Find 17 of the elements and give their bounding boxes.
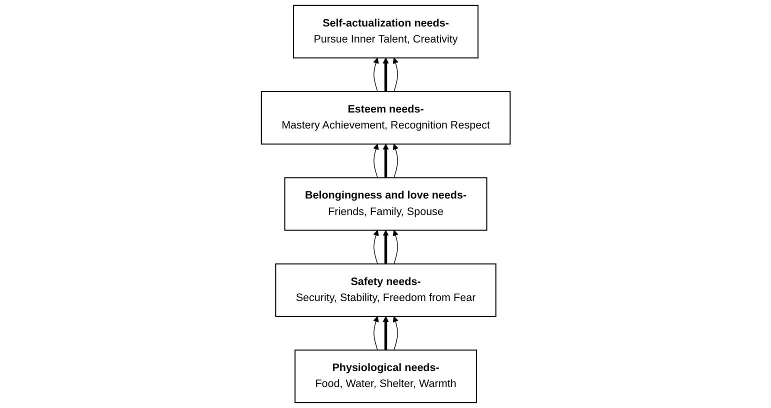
arrow [392,230,398,264]
arrow [382,58,388,92]
arrow [372,316,379,350]
arrow [392,58,398,92]
arrow [372,230,379,264]
node-box: Esteem needs- Mastery Achievement, Recognition Respect [260,91,510,145]
node-box: Belongingness and love needs- Friends, Family, Spouse [284,177,487,231]
node-box: Self-actualization needs- Pursue Inner Talent, Creativity [292,4,478,58]
node-box: Physiological needs- Food, Water, Shelter, Warmth [294,350,477,404]
arrow [372,144,379,178]
arrow [382,316,388,350]
arrow [372,58,379,92]
arrow [392,144,398,178]
arrow [392,316,398,350]
arrow [382,230,388,264]
node-box: Safety needs- Security, Stability, Freedom from Fear [274,263,496,317]
arrow [382,144,388,178]
